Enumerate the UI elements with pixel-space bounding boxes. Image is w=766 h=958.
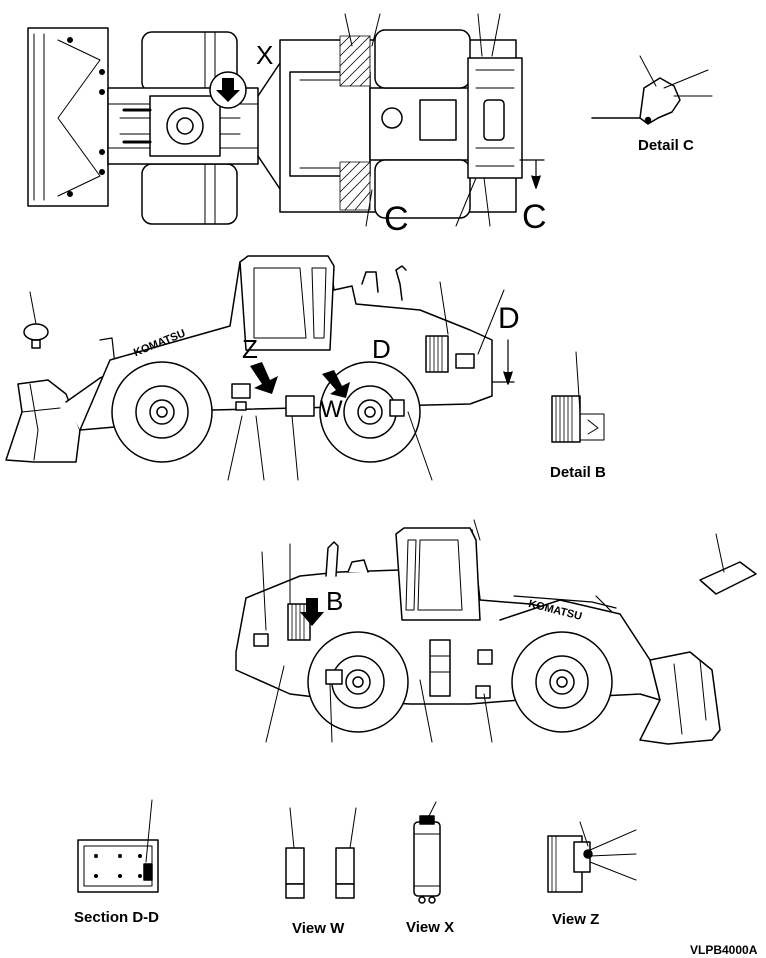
- caption-detail-c: Detail C: [638, 137, 694, 154]
- marker-c-left: C: [384, 200, 409, 238]
- section-dd-drawing: [77, 799, 159, 893]
- detail-c-drawing: [591, 55, 713, 125]
- view-w-drawing: [285, 807, 357, 899]
- front-wheel-right: [511, 631, 613, 733]
- caption-view-x: View X: [406, 919, 455, 936]
- rear-tire-left: [374, 29, 471, 89]
- figure-code: VLPB4000A: [690, 943, 758, 957]
- marker-b: B: [326, 586, 344, 616]
- hatched-area-top: [339, 35, 371, 211]
- caption-view-z: View Z: [552, 911, 600, 928]
- front-tire-right: [141, 163, 238, 225]
- cab-left: [239, 255, 335, 351]
- side-view-left: [5, 255, 515, 481]
- caption-detail-b: Detail B: [550, 464, 606, 481]
- grommet-part: [23, 291, 49, 349]
- top-view: [27, 13, 545, 227]
- front-wheel-left: [111, 361, 213, 463]
- view-x-drawing: [413, 801, 441, 904]
- arrow-marker-w: [322, 370, 350, 398]
- marker-z: Z: [242, 334, 258, 364]
- loose-plate: [699, 533, 757, 595]
- caption-section-dd: Section D-D: [74, 909, 160, 926]
- marker-x: X: [256, 40, 274, 70]
- leader-lines-side-left: [227, 281, 505, 481]
- marker-c-right: C: [522, 198, 547, 236]
- rear-wheel-right: [307, 631, 409, 733]
- arrow-marker-z: [250, 362, 278, 394]
- bucket-right: [639, 651, 721, 745]
- arrow-marker-b: [300, 598, 324, 626]
- bucket-top: [27, 27, 109, 207]
- caption-view-w: View W: [292, 920, 345, 937]
- rear-tire-right: [374, 159, 471, 219]
- bucket-side: [5, 379, 81, 463]
- marker-w: W: [320, 396, 343, 423]
- side-view-right: [235, 519, 721, 745]
- marker-d-arrow: D: [498, 302, 520, 335]
- marker-d-mid: D: [372, 334, 391, 364]
- leader-lines-side-right: [261, 519, 493, 743]
- leader-lines-top: [344, 13, 501, 227]
- view-z-drawing: [547, 821, 637, 893]
- detail-b-drawing: [551, 351, 605, 443]
- cab-right: [395, 527, 481, 621]
